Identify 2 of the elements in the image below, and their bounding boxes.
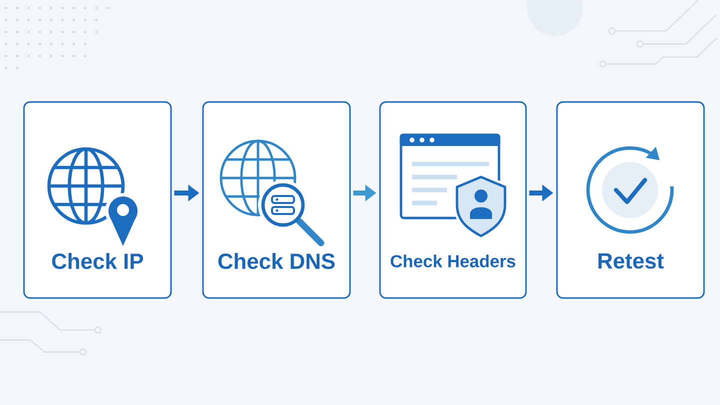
step-card: Check IP: [23, 101, 172, 299]
step-card: Check DNS: [202, 101, 351, 299]
